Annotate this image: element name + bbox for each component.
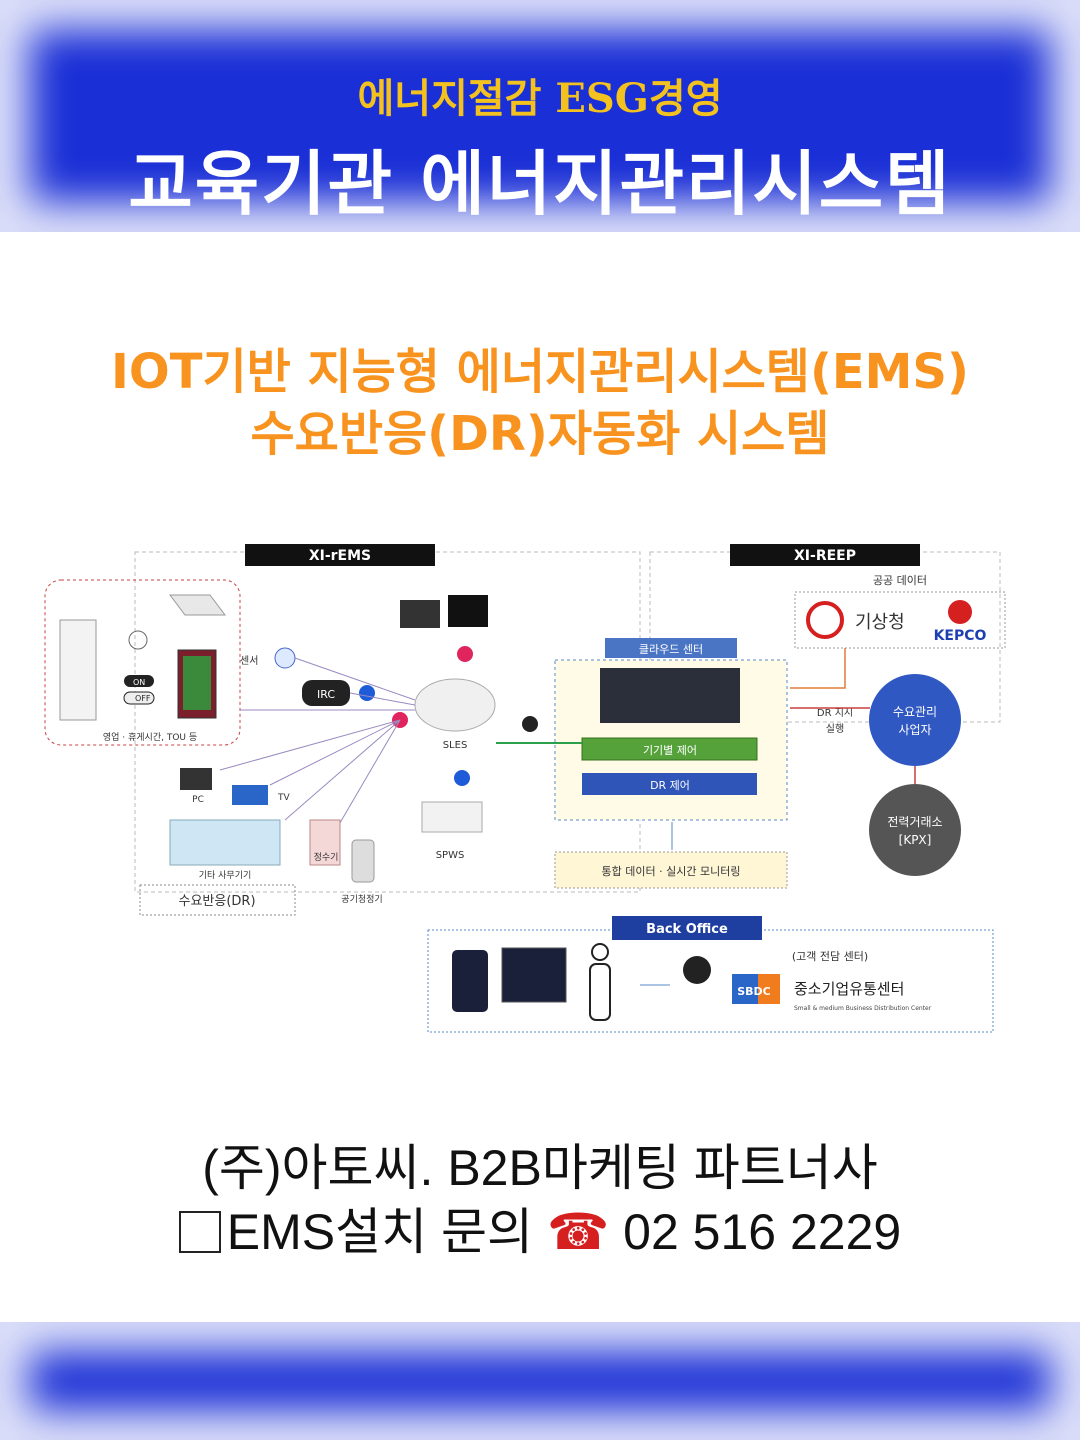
on-label: ON — [133, 678, 145, 687]
kepco-logo-icon — [948, 600, 972, 624]
monitoring-label: 통합 데이터 · 실시간 모니터링 — [602, 865, 741, 878]
reep-label: XI-REEP — [794, 548, 856, 564]
demand-mgr-line2: 사업자 — [898, 723, 931, 737]
public-data-box — [794, 591, 1006, 649]
sensor-icon — [274, 647, 296, 669]
public-link — [790, 648, 846, 689]
phone-icon — [452, 950, 488, 1012]
printer-icon — [400, 600, 440, 628]
device-control-box — [581, 737, 758, 761]
dr-control-label: DR 제어 — [650, 779, 690, 792]
on-switch-icon — [124, 675, 154, 687]
user-body — [589, 963, 611, 1021]
off-switch-icon — [123, 691, 155, 705]
customer-center-label: (고객 전담 센터) — [792, 950, 868, 963]
user-icon — [591, 943, 609, 961]
demand-manager-node — [869, 674, 961, 766]
irc-device-icon — [302, 680, 350, 706]
hvac-note: 영업 · 휴게시간, TOU 등 — [103, 732, 197, 743]
sles-label: SLES — [443, 740, 468, 751]
sbdc-logo-text: SBDC — [737, 985, 771, 998]
device-control-label: 기기별 제어 — [643, 744, 697, 757]
sbdc-en: Small & medium Business Distribution Cen… — [794, 1005, 932, 1012]
kpx-line2: [KPX] — [899, 833, 932, 847]
spws-label: SPWS — [436, 850, 465, 861]
sbdc-logo-orange — [758, 974, 780, 1004]
office-label: 기타 사무기기 — [199, 870, 252, 881]
cloud-label: 클라우드 센터 — [639, 643, 703, 656]
kma-label: 기상청 — [855, 612, 905, 633]
sles-hub-icon — [414, 678, 496, 732]
vending-shelves — [183, 656, 211, 710]
header-title: 교육기관 에너지관리시스템 — [128, 142, 952, 225]
footer-company: (주)아토씨. B2B마케팅 파트너사 — [202, 1140, 878, 1196]
sbdc-name: 중소기업유통센터 — [794, 980, 904, 998]
spws-icon — [421, 801, 483, 833]
irc-label: IRC — [317, 688, 335, 701]
dr-control-box — [582, 773, 757, 795]
public-data-label: 공공 데이터 — [873, 574, 927, 587]
back-office-frame — [427, 929, 994, 1033]
tv-icon — [232, 785, 268, 805]
bottom-banner — [0, 1322, 1080, 1440]
phone-number[interactable]: 02 516 2229 — [623, 1204, 902, 1260]
laptop-icon — [501, 947, 567, 1003]
pc-icon — [180, 768, 212, 790]
monitor-icon — [448, 595, 488, 627]
office-devices-icon — [169, 819, 281, 866]
off-label: OFF — [135, 694, 151, 703]
water-icon — [309, 819, 341, 866]
air-label: 공기청정기 — [341, 894, 382, 905]
rems-label: XI-rEMS — [309, 548, 371, 564]
reep-header — [730, 544, 920, 566]
server-rack-icon — [600, 668, 740, 723]
air-purifier-icon — [351, 839, 375, 883]
support-agent-icon — [683, 956, 711, 984]
hvac-group — [44, 579, 241, 746]
ems-diagram: XI-rEMS XI-REEP ON OFF 영업 · 휴게시간, TOU 등 … — [44, 544, 1006, 1033]
hub-links — [219, 657, 416, 841]
wifi-icon — [522, 716, 538, 732]
demand-mgr-line1: 수요관리 — [893, 705, 937, 719]
checkbox-icon — [178, 1211, 221, 1253]
ceiling-ac-icon — [169, 594, 226, 616]
kpx-node — [869, 784, 961, 876]
dr-exec-label: 실행 — [826, 723, 844, 735]
bluetooth-icon-2 — [454, 770, 470, 786]
headline-line2: 수요반응(DR)자동화 시스템 — [250, 406, 830, 462]
back-office-header — [612, 916, 762, 940]
sensor-label: 센서 — [240, 655, 258, 667]
contact-text: EMS설치 문의 — [226, 1204, 534, 1260]
bluetooth-icon — [359, 685, 375, 701]
footer-contact: EMS설치 문의 ☎ 02 516 2229 — [0, 1192, 1080, 1264]
zigbee-icon-top — [457, 646, 473, 662]
header-subtitle: 에너지절감 ESG경영 — [357, 75, 723, 122]
telephone-icon: ☎ — [546, 1204, 610, 1260]
monitoring-box — [554, 851, 788, 889]
thermo-icon — [128, 630, 148, 650]
kepco-label: KEPCO — [934, 628, 987, 644]
top-banner — [0, 0, 1080, 232]
rems-header — [245, 544, 435, 566]
kpx-line1: 전력거래소 — [887, 815, 942, 829]
pc-label: PC — [192, 795, 204, 805]
back-office-label: Back Office — [646, 922, 728, 937]
dr-order-label: DR 지시 — [817, 707, 853, 719]
kma-logo-icon — [806, 601, 844, 639]
water-label: 정수기 — [314, 852, 339, 863]
headline-line1: IOT기반 지능형 에너지관리시스템(EMS) — [111, 344, 969, 400]
cloud-header — [605, 638, 737, 658]
tv-label: TV — [277, 793, 290, 803]
dr-box-label: 수요반응(DR) — [178, 894, 255, 909]
dr-box — [139, 884, 296, 916]
stand-ac-icon — [59, 619, 97, 721]
